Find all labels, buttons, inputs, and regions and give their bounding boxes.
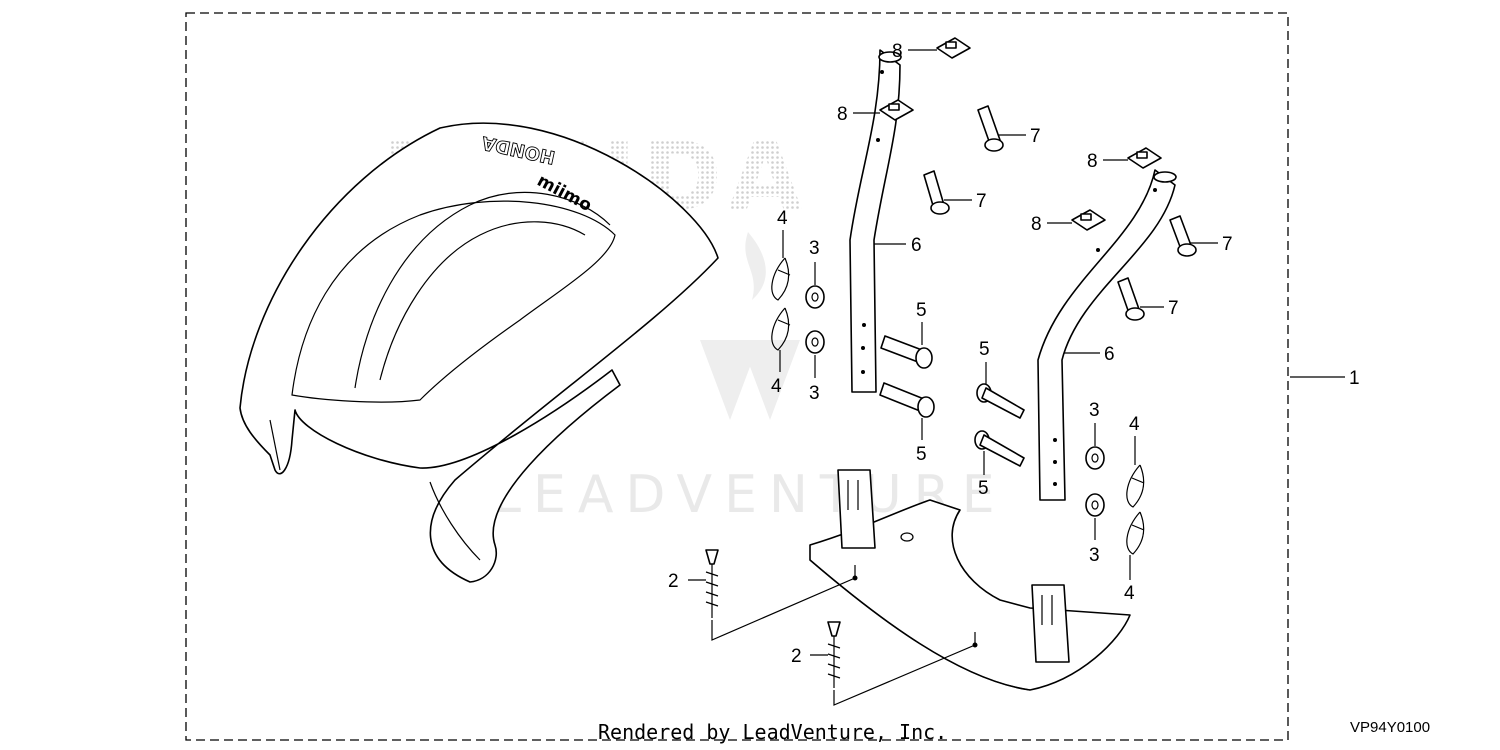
washer-parts	[805, 285, 1105, 517]
callout-4: 4	[777, 208, 788, 229]
diagram-reference-code: VP94Y0100	[1350, 719, 1430, 736]
callout-8: 8	[837, 104, 848, 125]
callout-5: 5	[979, 339, 990, 360]
screw-parts	[923, 105, 1197, 321]
callout-8: 8	[1031, 214, 1042, 235]
callout-4: 4	[771, 376, 782, 397]
callout-5: 5	[916, 444, 927, 465]
callout-6: 6	[1104, 344, 1115, 365]
callout-8: 8	[1087, 151, 1098, 172]
callout-2: 2	[791, 646, 802, 667]
callout-8: 8	[892, 41, 903, 62]
callout-7: 7	[976, 191, 987, 212]
callout-5: 5	[978, 478, 989, 499]
callout-1: 1	[1349, 368, 1360, 389]
callout-labels: 1 2 2 3 3 3 3 4 4 4 4 5 5 5 5 6 6 7 7 7 …	[668, 41, 1360, 667]
callout-7: 7	[1030, 126, 1041, 147]
callout-6: 6	[911, 235, 922, 256]
callout-3: 3	[809, 383, 820, 404]
bracket-tube-right-part	[1037, 169, 1177, 501]
front-cover-part: HONDA miimo	[239, 122, 719, 583]
leadventure-logo-watermark	[700, 232, 800, 420]
callout-4: 4	[1124, 583, 1135, 604]
callout-3: 3	[1089, 400, 1100, 421]
clevis-pin-parts	[879, 335, 1025, 467]
speed-nut-parts	[879, 37, 1162, 231]
assembly-border	[185, 12, 1289, 741]
render-credit: Rendered by LeadVenture, Inc.	[598, 720, 947, 744]
base-plate-part	[809, 469, 1131, 691]
spring-clip-parts	[771, 257, 1145, 555]
callout-3: 3	[809, 238, 820, 259]
callout-2: 2	[668, 571, 679, 592]
callout-7: 7	[1222, 234, 1233, 255]
tapping-screw-parts	[705, 549, 841, 688]
leader-lines	[688, 49, 1345, 706]
callout-5: 5	[916, 300, 927, 321]
callout-3: 3	[1089, 545, 1100, 566]
callout-7: 7	[1168, 298, 1179, 319]
callout-4: 4	[1129, 414, 1140, 435]
